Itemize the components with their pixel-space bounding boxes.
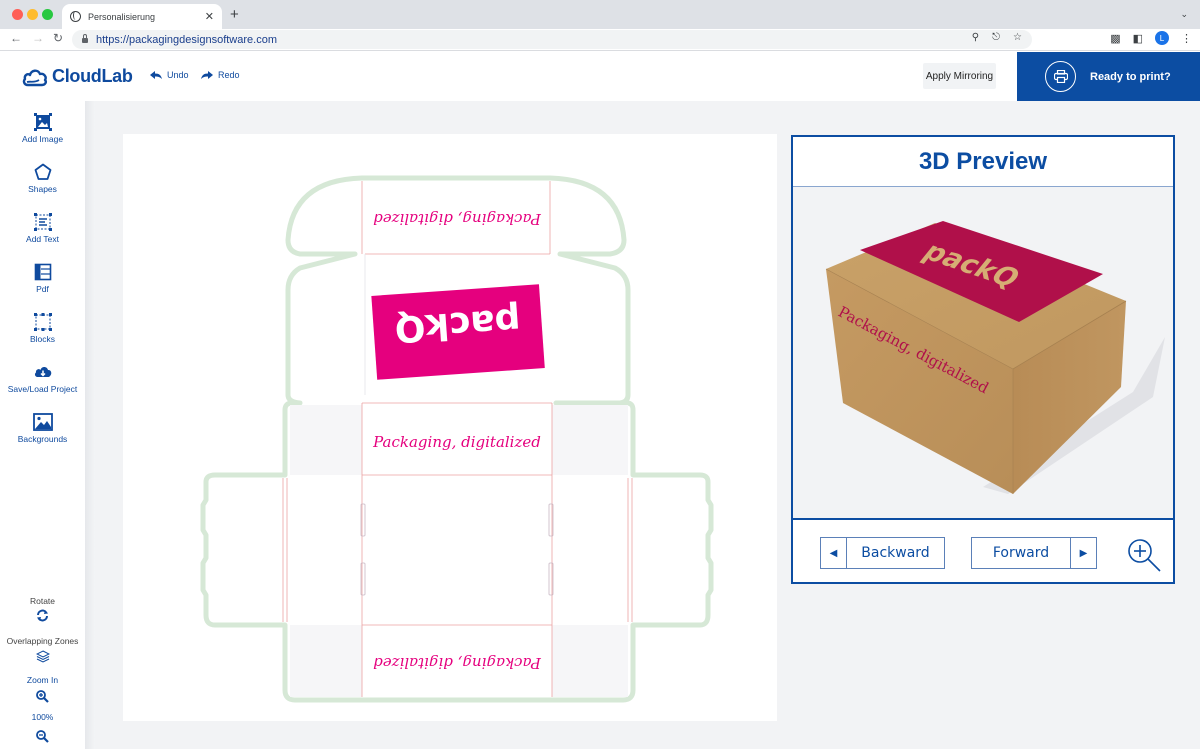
layers-icon (35, 650, 50, 663)
extensions-puzzle-icon[interactable]: ▩ (1110, 32, 1121, 45)
tab-close-button[interactable]: ✕ (204, 11, 214, 23)
back-button[interactable]: ← (10, 31, 22, 45)
tab-search-chevron-icon[interactable]: ⌄ (1180, 9, 1188, 19)
zoom-out-button[interactable] (0, 728, 85, 743)
pdf-icon (34, 263, 51, 281)
lock-icon (82, 34, 88, 43)
overlapping-zones-button[interactable]: Overlapping Zones (0, 636, 85, 663)
blocks-icon (33, 313, 52, 331)
tool-backgrounds[interactable]: Backgrounds (0, 413, 85, 444)
bookmark-star-icon[interactable]: ☆ (1013, 32, 1022, 43)
forward-label: Forward (992, 545, 1050, 561)
url-text: https://packagingdesignsoftware.com (96, 33, 277, 46)
tool-save-load-project[interactable]: Save/Load Project (0, 365, 85, 394)
preview-zoom-icon[interactable] (1126, 537, 1162, 573)
redo-arrow-icon (201, 70, 213, 79)
forward-button[interactable]: → (32, 31, 44, 45)
tool-sidebar: Add Image Shapes Add Text Pdf (0, 101, 85, 749)
add-image-icon (33, 113, 52, 131)
tool-shapes[interactable]: Shapes (0, 163, 85, 194)
add-text-icon (33, 213, 52, 231)
preview-controls: ◀ Backward Forward ▶ (793, 522, 1173, 582)
box-3d-render: packQ Packaging, digitalized (825, 221, 1165, 494)
profile-avatar[interactable]: L (1155, 31, 1169, 45)
canvas-tagline-top: Packaging, digitalized (373, 210, 542, 228)
zoom-in-icon (36, 690, 49, 703)
canvas-logo-text: packQ (393, 300, 522, 350)
tool-blocks[interactable]: Blocks (0, 313, 85, 344)
cloud-logo-icon (22, 69, 47, 86)
undo-label: Undo (167, 70, 189, 80)
tool-label: Save/Load Project (7, 384, 78, 394)
brand-name: CloudLab (52, 66, 133, 86)
maximize-window-button[interactable] (42, 9, 53, 20)
3d-preview-stage[interactable]: packQ Packaging, digitalized (793, 187, 1173, 520)
app-header: CloudLab Undo Redo Apply Mirroring Ready… (0, 52, 1200, 101)
minimize-window-button[interactable] (27, 9, 38, 20)
backward-label: Backward (861, 545, 930, 561)
tool-pdf[interactable]: Pdf (0, 263, 85, 294)
undo-button[interactable]: Undo (150, 70, 189, 80)
tool-add-image[interactable]: Add Image (0, 113, 85, 144)
design-canvas[interactable]: packQ Packaging, digitalized Packaging, … (123, 134, 777, 721)
tool-add-text[interactable]: Add Text (0, 213, 85, 244)
arrow-left-icon: ◀ (821, 538, 847, 568)
ready-to-print-button[interactable]: Ready to print? (1017, 52, 1200, 101)
tool-label: Shapes (28, 184, 57, 194)
tool-label: Add Image (21, 134, 64, 144)
new-tab-button[interactable]: + (230, 6, 239, 23)
preview-title: 3D Preview (793, 137, 1173, 187)
tool-label: Add Text (26, 234, 59, 244)
redo-button[interactable]: Redo (201, 70, 240, 80)
printer-icon (1045, 61, 1076, 92)
apply-mirroring-button[interactable]: Apply Mirroring (923, 63, 996, 89)
print-label: Ready to print? (1090, 70, 1171, 83)
sidebar-divider (85, 101, 95, 749)
arrow-right-icon: ▶ (1070, 538, 1096, 568)
zoom-out-icon (36, 730, 49, 743)
browser-toolbar: ← → ↻ https://packagingdesignsoftware.co… (0, 29, 1200, 51)
rotate-button[interactable]: Rotate (0, 596, 85, 622)
zoom-level-value: 100% (31, 712, 54, 722)
tool-label: Pdf (36, 284, 49, 294)
tool-label: Blocks (29, 334, 56, 344)
background-image-icon (32, 413, 53, 431)
box-dieline[interactable]: packQ Packaging, digitalized Packaging, … (123, 134, 777, 721)
tab-title: Personalisierung (88, 11, 156, 22)
share-icon[interactable]: ⎋ (992, 32, 1001, 43)
zoom-level: 100% (0, 712, 85, 722)
tool-label: Backgrounds (17, 434, 68, 444)
zoom-in-button[interactable]: Zoom In (0, 675, 85, 703)
canvas-tagline-front: Packaging, digitalized (372, 433, 541, 451)
canvas-tagline-bottom: Packaging, digitalized (373, 654, 542, 672)
key-icon[interactable]: ⚲ (971, 32, 980, 43)
browser-tabstrip: Personalisierung ✕ + ⌄ (0, 0, 1200, 29)
backward-button[interactable]: ◀ Backward (820, 537, 945, 569)
rotate-icon (37, 609, 48, 622)
browser-tab[interactable]: Personalisierung ✕ (62, 4, 222, 29)
cloud-download-icon (34, 367, 51, 377)
forward-button[interactable]: Forward ▶ (971, 537, 1097, 569)
side-panel-icon[interactable]: ◧ (1132, 32, 1143, 45)
undo-arrow-icon (150, 70, 162, 79)
reload-button[interactable]: ↻ (53, 31, 64, 45)
address-bar[interactable]: https://packagingdesignsoftware.com ⚲ ⎋ … (72, 30, 1032, 49)
overlap-label: Overlapping Zones (6, 636, 79, 646)
close-window-button[interactable] (12, 9, 23, 20)
3d-preview-panel: 3D Preview packQ Packaging, digitalized (791, 135, 1175, 584)
globe-icon (70, 11, 81, 22)
pentagon-icon (34, 163, 51, 180)
rotate-label: Rotate (29, 596, 56, 606)
cloudlab-logo[interactable]: CloudLab (22, 66, 133, 87)
menu-kebab-icon[interactable]: ⋮ (1181, 32, 1192, 45)
zoom-in-label: Zoom In (26, 675, 59, 685)
redo-label: Redo (218, 70, 240, 80)
